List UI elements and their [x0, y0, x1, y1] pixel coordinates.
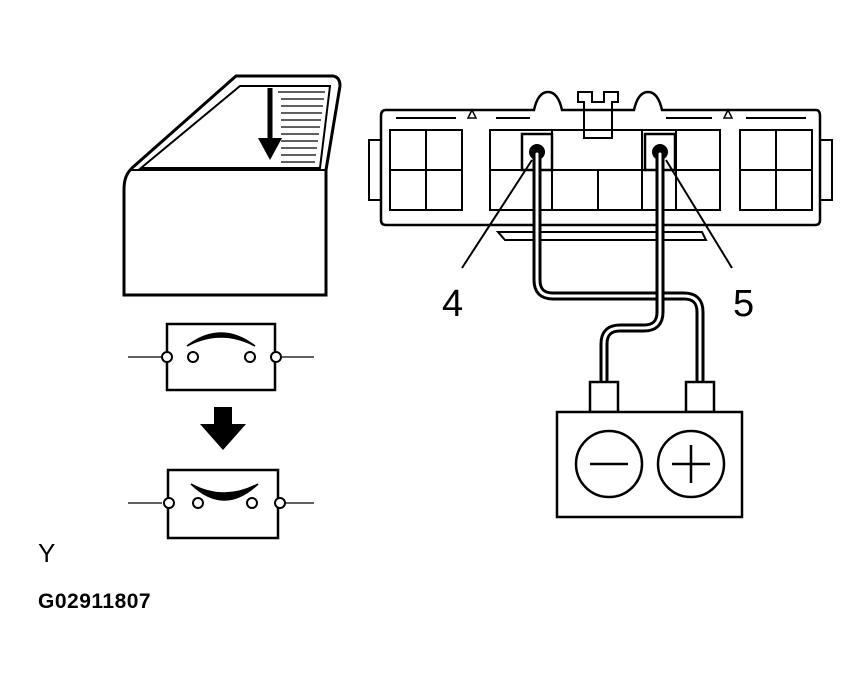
terminal-label-4: 4: [442, 283, 463, 325]
battery-positive-post: [684, 380, 716, 414]
code-letter: Y: [38, 538, 56, 568]
switch-contact-open: [186, 332, 256, 347]
battery-negative-post: [588, 380, 620, 414]
door-illustration: [122, 74, 342, 297]
connector-body: [379, 90, 822, 227]
switch-symbol-open: [128, 322, 314, 392]
connector-latch: [577, 91, 619, 139]
state-change-arrow: [200, 407, 246, 450]
leader-line-5: [665, 159, 733, 269]
battery: [555, 380, 744, 519]
switch-contact-closed: [190, 483, 259, 501]
connector-cells-left: [389, 117, 463, 211]
connector-cells-right: [739, 117, 813, 211]
test-leads: [532, 149, 705, 387]
connector-skirt: [495, 231, 708, 241]
door-outline: [122, 74, 342, 297]
switch-symbol-closed: [128, 468, 314, 540]
lead-terminal-5-to-negative: [599, 149, 665, 387]
leader-line-4: [461, 159, 533, 269]
window-glass-shading: [278, 91, 325, 163]
figure-code: G02911807: [38, 590, 152, 613]
window-down-arrow: [258, 88, 282, 160]
window-frame-inner: [138, 85, 332, 169]
connector: [368, 90, 833, 241]
terminal-label-5: 5: [733, 283, 754, 325]
